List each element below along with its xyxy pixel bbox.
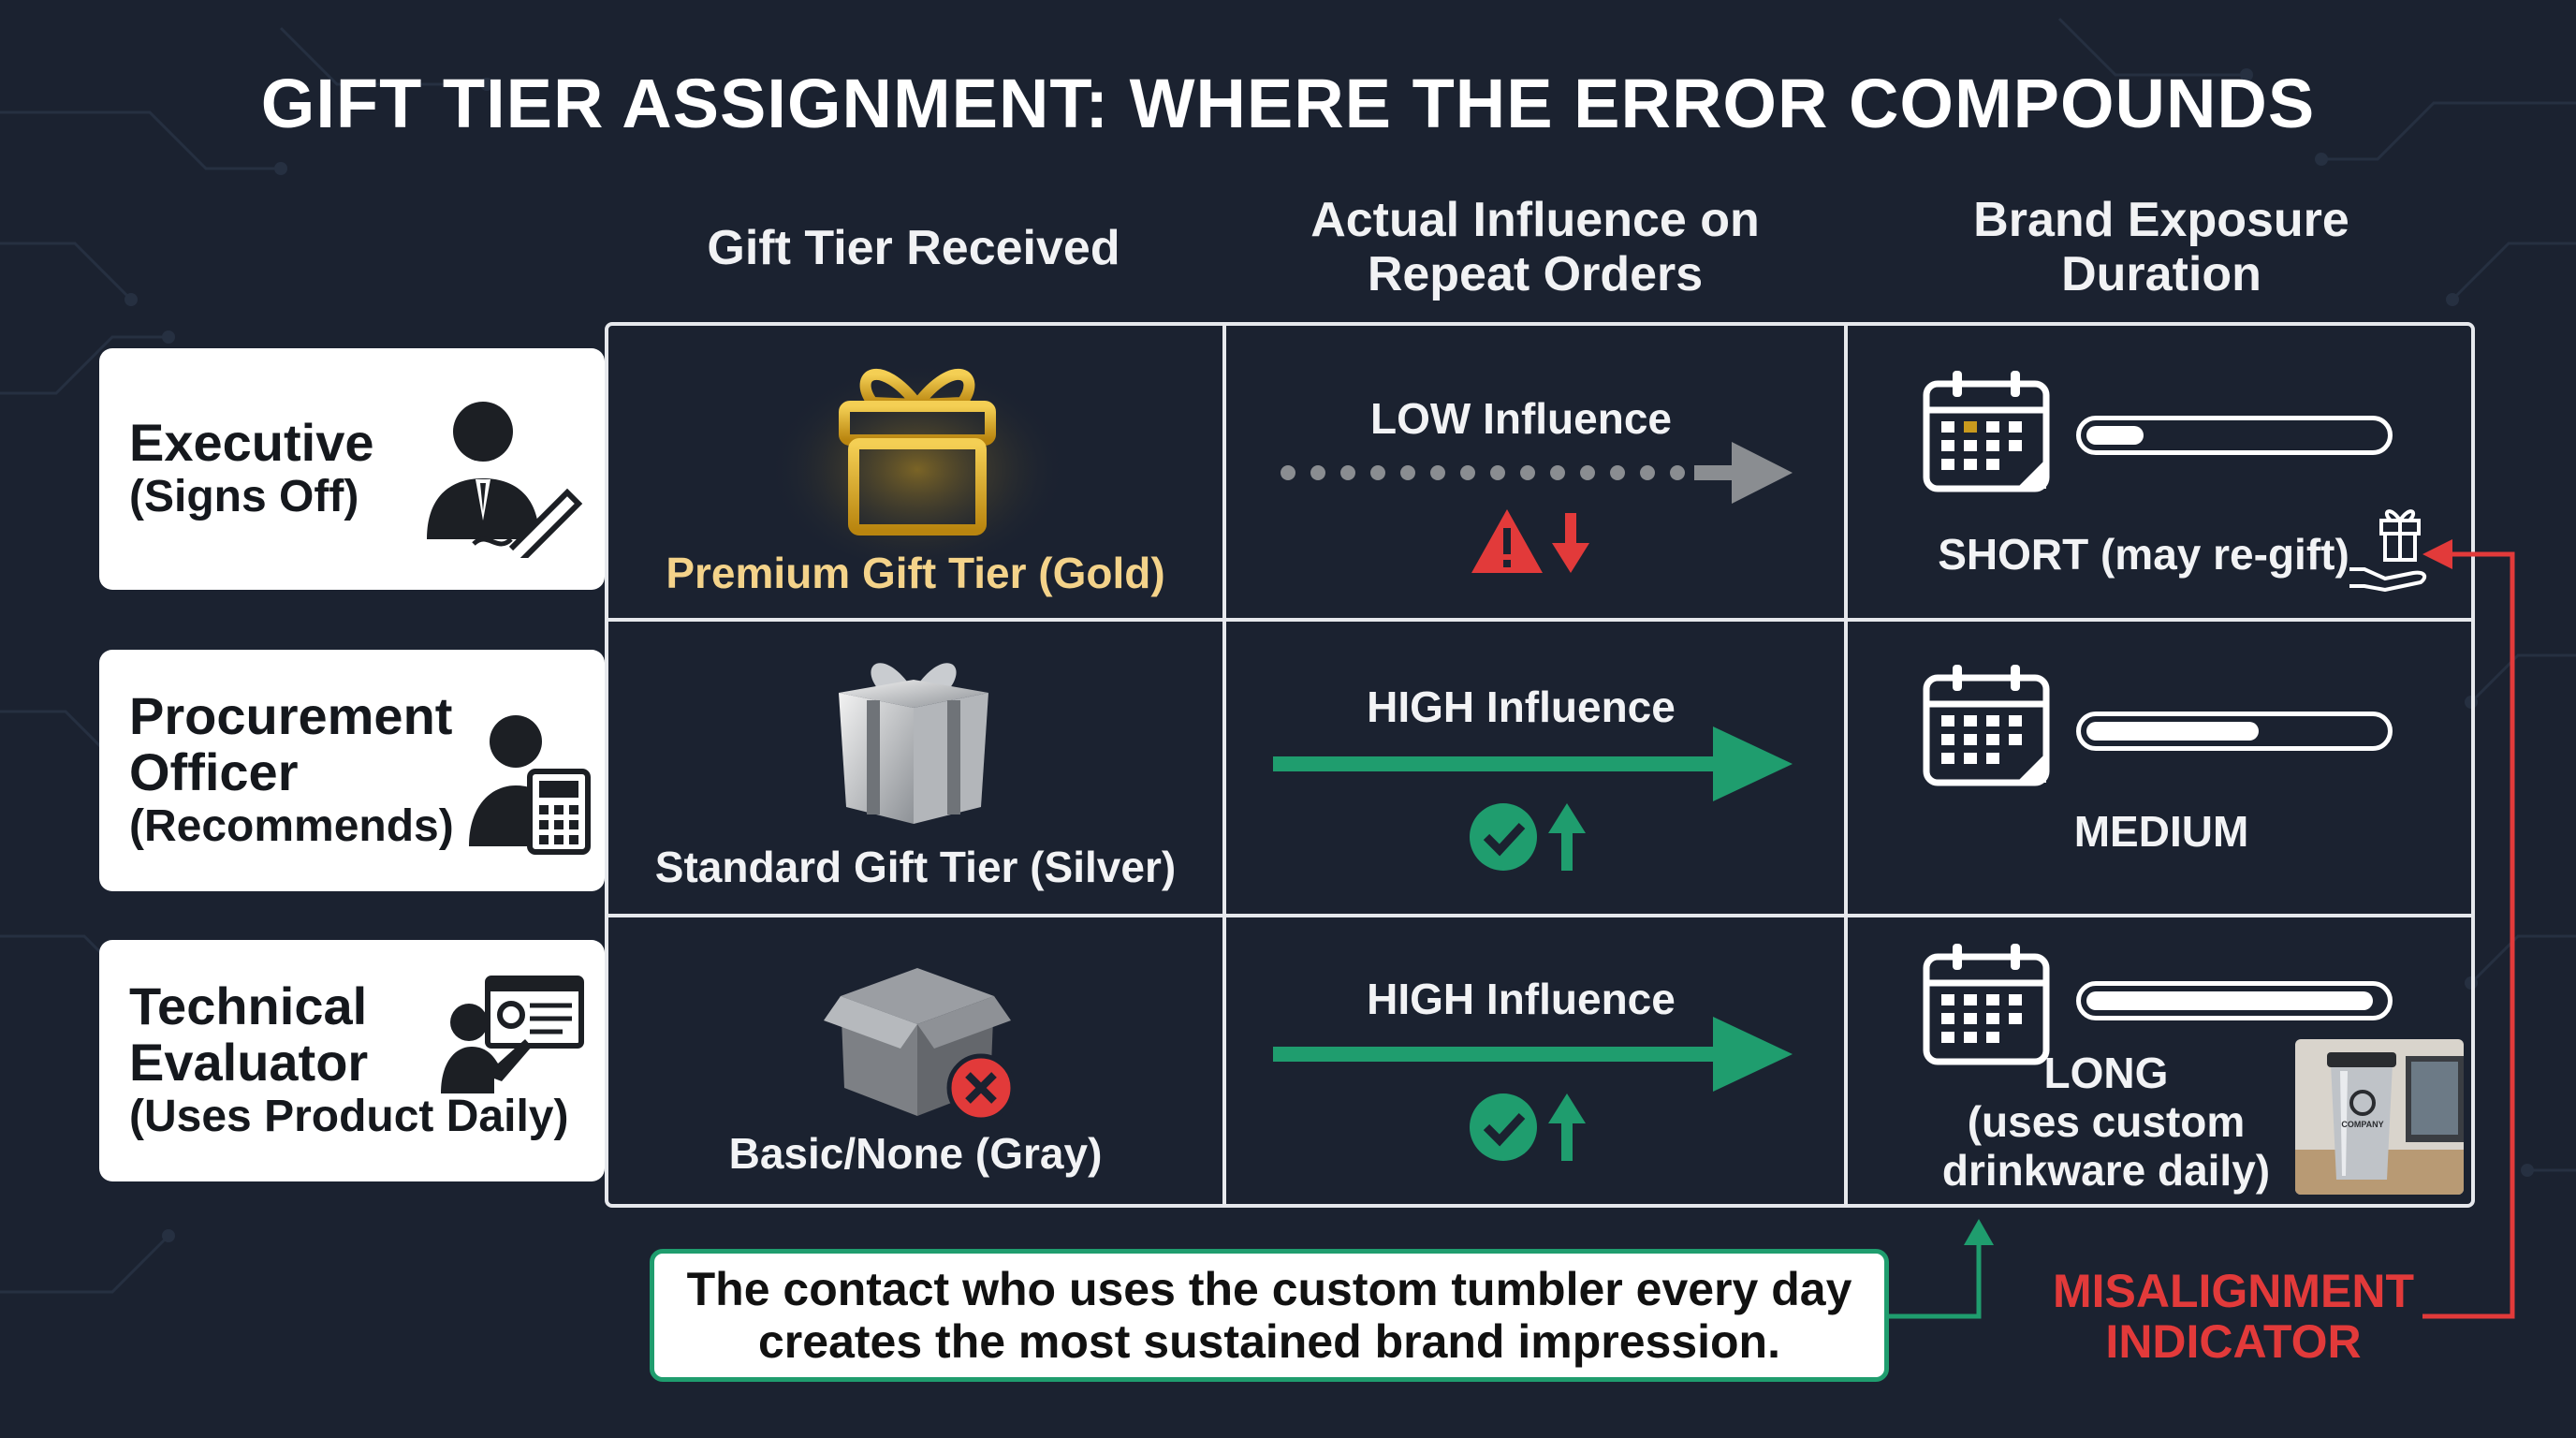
column-header-exposure-line: Brand Exposure	[1973, 193, 2349, 247]
role-subtitle: (Recommends)	[129, 801, 454, 851]
executive-signing-icon	[427, 402, 583, 558]
check-up-icon	[1470, 1093, 1586, 1161]
table-divider	[1844, 322, 1848, 1208]
callout-connector	[1889, 1219, 1994, 1319]
column-header-influence: Actual Influence on Repeat Orders	[1226, 193, 1844, 301]
gold-gift-icon	[768, 351, 1067, 562]
warning-down-icon	[1471, 509, 1589, 573]
comparison-table	[605, 322, 2475, 1208]
tumbler-photo: COMPANY	[2295, 1039, 2464, 1195]
high-influence-arrow	[1273, 1017, 1793, 1092]
exposure-bar	[2076, 981, 2393, 1020]
misalignment-indicator: MISALIGNMENT INDICATOR	[2037, 1266, 2430, 1367]
low-influence-dotted-arrow	[1281, 442, 1793, 504]
exposure-bar-fill	[2086, 722, 2259, 741]
silver-gift-icon	[839, 663, 988, 824]
role-name: Technical	[129, 976, 368, 1035]
exposure-label-line: SHORT (may re-gift)	[1938, 530, 2349, 579]
exposure-label-line: (uses custom	[1967, 1097, 2246, 1146]
role-name: Procurement	[129, 686, 453, 745]
table-divider	[1222, 322, 1226, 1208]
check-up-icon	[1470, 803, 1586, 871]
role-name: Executive	[129, 413, 374, 472]
exposure-label-line: drinkware daily)	[1941, 1146, 2271, 1195]
table-divider	[605, 618, 2475, 622]
role-subtitle: (Uses Product Daily)	[129, 1092, 569, 1141]
exposure-bar	[2076, 416, 2393, 455]
column-header-tier-text: Gift Tier Received	[707, 221, 1120, 275]
column-header-exposure: Brand Exposure Duration	[1848, 193, 2475, 301]
evaluator-presentation-icon	[441, 976, 584, 1093]
exposure-label-line: MEDIUM	[2073, 807, 2249, 856]
exposure-bar-fill	[2086, 991, 2373, 1010]
table-divider	[605, 914, 2475, 917]
high-influence-arrow	[1273, 726, 1793, 801]
page-title: GIFT TIER ASSIGNMENT: WHERE THE ERROR CO…	[260, 65, 2316, 142]
role-text: Executive (Signs Off)	[129, 348, 374, 590]
misalignment-line: MISALIGNMENT	[2052, 1265, 2415, 1317]
influence-label: HIGH Influence	[1367, 975, 1676, 1023]
role-text: Technical Evaluator (Uses Product Daily)	[129, 940, 568, 1181]
column-header-influence-line: Actual Influence on	[1310, 193, 1760, 247]
empty-box-x-icon	[824, 968, 1016, 1123]
callout-box: The contact who uses the custom tumbler …	[650, 1249, 1889, 1382]
misalignment-connector	[2422, 539, 2515, 1319]
role-name: Officer	[129, 742, 299, 801]
role-name: Evaluator	[129, 1033, 369, 1092]
role-card-procurement: Procurement Officer (Recommends)	[99, 650, 605, 891]
calendar-icon	[1923, 371, 2050, 492]
column-header-influence-line: Repeat Orders	[1367, 247, 1704, 301]
influence-label: LOW Influence	[1370, 394, 1672, 443]
column-header-tier: Gift Tier Received	[605, 221, 1222, 275]
tumbler-brand-text: COMPANY	[2341, 1120, 2383, 1129]
influence-label: HIGH Influence	[1367, 682, 1676, 731]
role-card-technical-evaluator: Technical Evaluator (Uses Product Daily)	[99, 940, 605, 1181]
exposure-label: MEDIUM	[1848, 807, 2475, 856]
role-subtitle: (Signs Off)	[129, 472, 359, 521]
callout-line: creates the most sustained brand impress…	[758, 1315, 1780, 1368]
calendar-icon	[1923, 665, 2050, 786]
column-header-exposure-line: Duration	[2061, 247, 2261, 301]
exposure-bar	[2076, 712, 2393, 751]
procurement-calculator-icon	[469, 715, 591, 855]
tier-label: Premium Gift Tier (Gold)	[666, 549, 1165, 597]
calendar-icon	[1923, 944, 2050, 1065]
misalignment-line: INDICATOR	[2105, 1315, 2362, 1368]
exposure-label: SHORT (may re-gift)	[1881, 530, 2406, 579]
role-card-executive: Executive (Signs Off)	[99, 348, 605, 590]
callout-line: The contact who uses the custom tumbler …	[686, 1263, 1852, 1315]
tier-label: Basic/None (Gray)	[728, 1129, 1103, 1178]
role-text: Procurement Officer (Recommends)	[129, 650, 454, 891]
exposure-bar-fill	[2086, 426, 2144, 445]
tier-label: Standard Gift Tier (Silver)	[654, 843, 1177, 891]
exposure-label-line: LONG	[2043, 1049, 2169, 1097]
exposure-label: LONG (uses custom drinkware daily)	[1910, 1049, 2303, 1195]
hand-gift-icon	[2349, 509, 2427, 592]
